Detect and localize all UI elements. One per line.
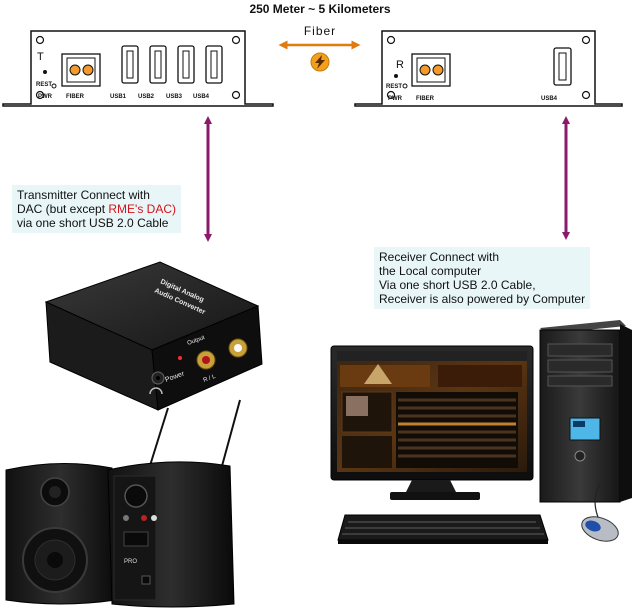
drive-bay (547, 375, 613, 387)
rca-jack-icon (151, 515, 157, 521)
rca-jack-icon (196, 350, 216, 370)
receiver-unit: R REST PWR FIBER USB4 (354, 30, 623, 107)
album-art (346, 396, 368, 416)
usb-port-label: USB3 (166, 94, 183, 100)
receiver-note-line1: Receiver Connect with (379, 250, 500, 264)
screw-icon (35, 35, 45, 45)
dac-output-label: Output (187, 335, 206, 347)
monitor-stand (390, 492, 480, 500)
reset-button-icon (43, 70, 47, 74)
audio-cable (147, 407, 169, 473)
speaker-brand: PRO (124, 559, 137, 565)
reset-button-icon (394, 74, 398, 78)
screw-icon (231, 35, 241, 45)
fiber-link-label: Fiber (303, 24, 337, 38)
drive-bay (547, 343, 613, 357)
receiver-note-line4: Receiver is also powered by Computer (379, 292, 586, 306)
headphone-icon (149, 387, 163, 395)
transmitter-fiber-label: FIBER (66, 94, 85, 100)
transmitter-note-line2-prefix: DAC (but except (17, 202, 109, 216)
receiver-reset-label: REST (386, 84, 402, 90)
transmitter-unit: T REST PWR FIBER USB1 USB2 (2, 30, 274, 107)
usb-port-icon (205, 45, 223, 84)
screw-icon (581, 90, 591, 100)
knob-icon (123, 515, 129, 521)
screw-icon (581, 35, 591, 45)
left-speaker (5, 462, 117, 605)
speaker-panel-icon (123, 531, 149, 547)
transmitter-note-line2: DAC (but except RME's DAC) (17, 202, 176, 216)
keyboard (337, 514, 549, 544)
usb-port-icon (149, 45, 167, 84)
mouse (581, 516, 619, 542)
usb-port-label: USB4 (541, 96, 558, 102)
power-jack-icon (151, 371, 165, 385)
screw-icon (35, 90, 45, 100)
dac-rl-label: R / L (203, 374, 218, 384)
distance-label: 250 Meter ~ 5 Kilometers (249, 2, 391, 16)
receiver-letter: R (396, 59, 404, 71)
power-led-icon (51, 83, 57, 89)
speaker-port-icon (141, 575, 151, 585)
usb-port-icon (553, 47, 572, 86)
screw-icon (386, 35, 396, 45)
usb-port-label: USB2 (138, 94, 155, 100)
monitor (330, 345, 534, 500)
player-logo-icon (364, 364, 392, 384)
fiber-port-icon (411, 53, 451, 87)
drive-bay (547, 359, 613, 373)
transmitter-note: Transmitter Connect with DAC (but except… (12, 185, 181, 233)
transmitter-note-highlight: RME's DAC) (108, 202, 176, 216)
receiver-note-line2: the Local computer (379, 264, 482, 278)
rca-jack-icon (228, 338, 248, 358)
usb-port-icon (121, 45, 139, 84)
transmitter-note-line3: via one short USB 2.0 Cable (17, 216, 169, 230)
usb-port-label: USB1 (110, 94, 127, 100)
audio-cable (221, 399, 241, 467)
transmitter-letter: T (37, 51, 44, 63)
receiver-fiber-label: FIBER (416, 96, 435, 102)
power-button-icon (574, 450, 586, 462)
tweeter-icon (124, 484, 148, 508)
pc-tower (539, 320, 632, 503)
usb-port-label: USB4 (193, 94, 210, 100)
receiver-note-line3: Via one short USB 2.0 Cable, (379, 278, 536, 292)
screw-icon (386, 90, 396, 100)
fiber-port-icon (61, 53, 101, 87)
transmitter-reset-label: REST (36, 82, 52, 88)
dac-device: Digital Analog Audio Converter Output Po… (44, 261, 263, 411)
power-led-icon (178, 356, 182, 360)
transmitter-power-label: PWR (38, 94, 53, 100)
right-speaker: PRO (107, 461, 235, 608)
power-led-icon (402, 83, 408, 89)
receiver-note: Receiver Connect with the Local computer… (374, 247, 591, 309)
rca-jack-icon (141, 515, 147, 521)
receiver-power-label: PWR (388, 96, 403, 102)
mouse-wheel-icon (585, 520, 601, 532)
screw-icon (231, 90, 241, 100)
lightning-badge-icon (310, 52, 330, 72)
usb-port-icon (177, 45, 195, 84)
transmitter-note-line1: Transmitter Connect with (17, 188, 150, 202)
